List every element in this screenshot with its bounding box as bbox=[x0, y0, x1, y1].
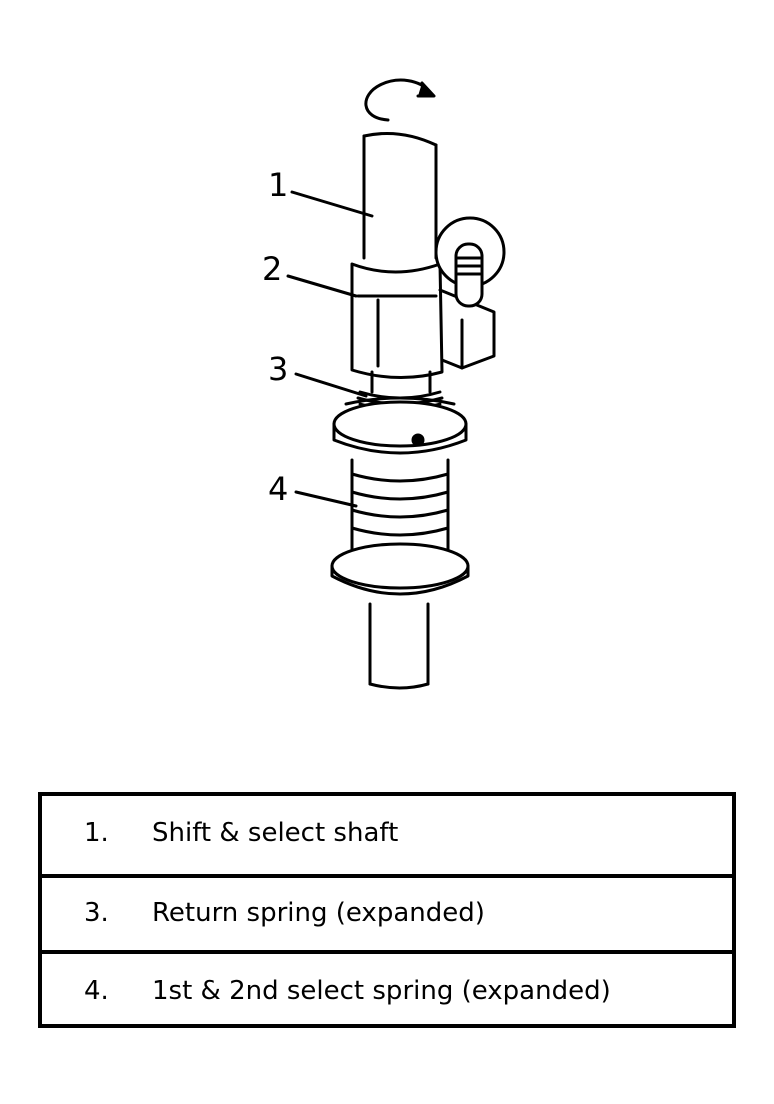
rotation-arrow-icon bbox=[364, 78, 436, 122]
legend-number: 1. bbox=[84, 818, 109, 848]
legend-number: 3. bbox=[84, 898, 109, 928]
lower-spring-seat bbox=[330, 542, 470, 596]
legend-row: 1. Shift & select shaft bbox=[42, 796, 732, 870]
bolt-head bbox=[434, 216, 506, 308]
leader-line-4 bbox=[294, 490, 358, 508]
shift-shaft-diagram: 1 2 3 4 bbox=[262, 78, 506, 690]
upper-spring-seat bbox=[332, 396, 468, 455]
leader-line-2 bbox=[286, 274, 358, 298]
select-spring bbox=[350, 458, 450, 552]
shift-select-shaft bbox=[362, 131, 438, 260]
callout-3: 3 bbox=[268, 350, 288, 388]
legend-label: 1st & 2nd select spring (expanded) bbox=[152, 976, 611, 1006]
leader-line-3 bbox=[294, 372, 368, 398]
callout-2: 2 bbox=[262, 250, 282, 288]
lower-shaft bbox=[368, 602, 430, 690]
legend-row: 4. 1st & 2nd select spring (expanded) bbox=[42, 950, 732, 1028]
legend-label: Shift & select shaft bbox=[152, 818, 399, 848]
legend-number: 4. bbox=[84, 976, 109, 1006]
legend-row: 3. Return spring (expanded) bbox=[42, 874, 732, 948]
callout-1: 1 bbox=[268, 166, 288, 204]
leader-line-1 bbox=[290, 190, 374, 218]
legend-label: Return spring (expanded) bbox=[152, 898, 485, 928]
parts-legend-table: 1. Shift & select shaft 3. Return spring… bbox=[38, 792, 736, 1028]
callout-4: 4 bbox=[268, 470, 288, 508]
